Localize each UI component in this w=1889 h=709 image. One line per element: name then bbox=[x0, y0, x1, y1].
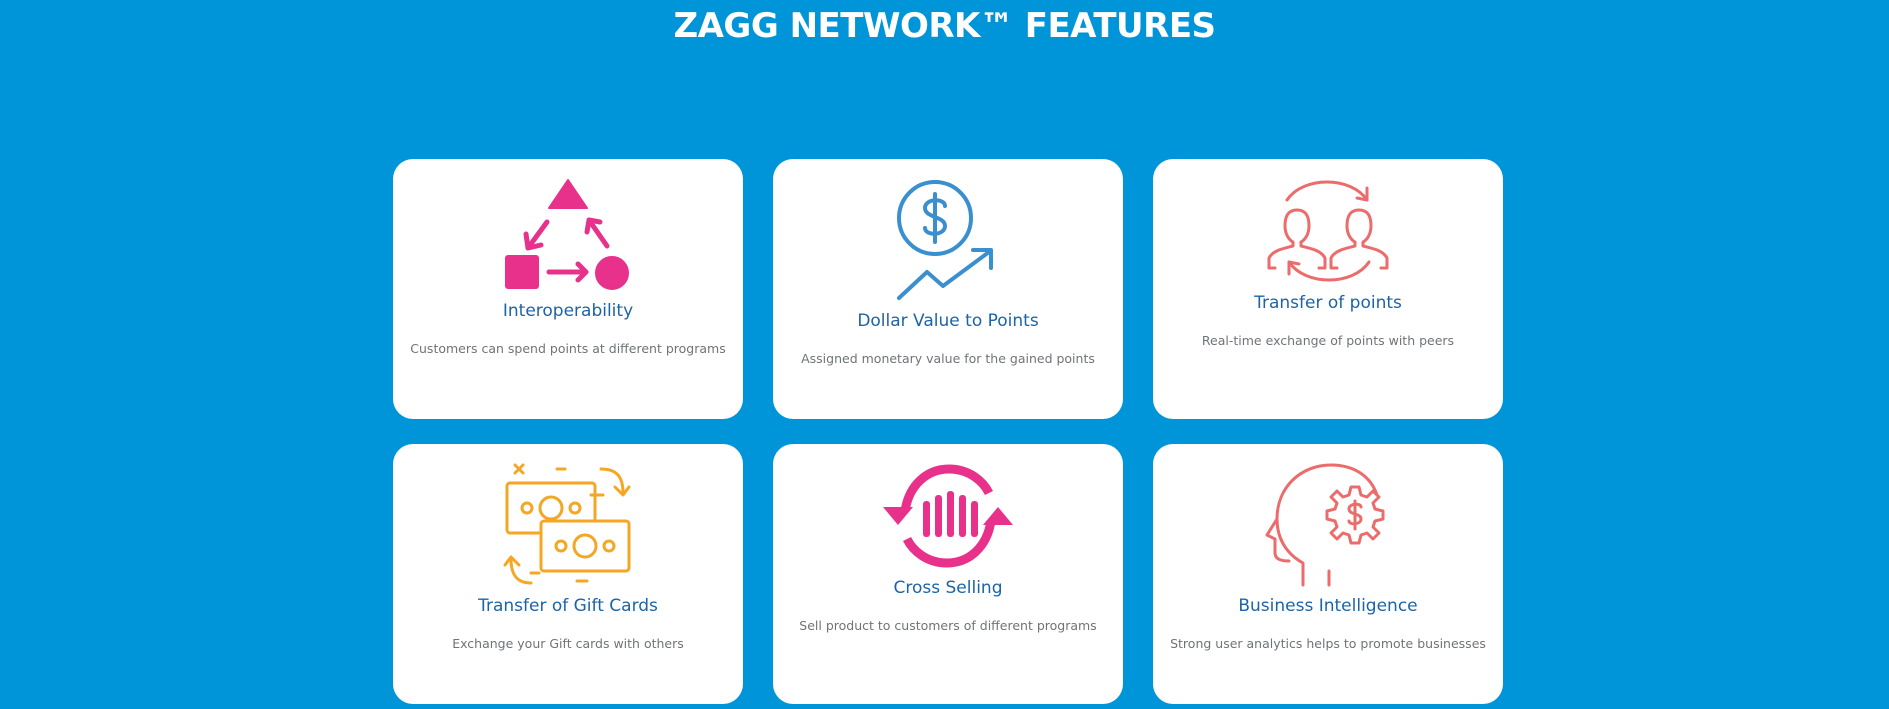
cross-selling-cycle-icon bbox=[883, 464, 1013, 568]
feature-card-cross-selling: Cross Selling Sell product to customers … bbox=[773, 444, 1123, 704]
feature-card-dollar-value: Dollar Value to Points Assigned monetary… bbox=[773, 159, 1123, 419]
feature-description: Real-time exchange of points with peers bbox=[1201, 333, 1455, 348]
feature-card-transfer-gift-cards: Transfer of Gift Cards Exchange your Gif… bbox=[393, 444, 743, 704]
feature-card-transfer-points: Transfer of points Real-time exchange of… bbox=[1153, 159, 1503, 419]
feature-description: Assigned monetary value for the gained p… bbox=[801, 351, 1095, 366]
dollar-growth-icon bbox=[897, 180, 993, 300]
head-gear-dollar-icon bbox=[1265, 463, 1385, 587]
feature-description: Strong user analytics helps to promote b… bbox=[1170, 636, 1486, 651]
feature-title: Transfer of points bbox=[1254, 293, 1402, 313]
feature-description: Sell product to customers of different p… bbox=[799, 618, 1097, 633]
feature-description: Customers can spend points at different … bbox=[410, 341, 726, 356]
users-exchange-icon bbox=[1267, 180, 1389, 282]
gift-card-exchange-icon bbox=[503, 463, 631, 585]
features-grid: Interoperability Customers can spend poi… bbox=[393, 159, 1503, 704]
feature-title: Dollar Value to Points bbox=[857, 311, 1039, 331]
feature-title: Interoperability bbox=[502, 301, 634, 321]
feature-card-business-intelligence: Business Intelligence Strong user analyt… bbox=[1153, 444, 1503, 704]
shapes-cycle-icon bbox=[505, 179, 629, 290]
feature-card-interoperability: Interoperability Customers can spend poi… bbox=[393, 159, 743, 419]
feature-title: Cross Selling bbox=[893, 578, 1003, 598]
feature-title: Business Intelligence bbox=[1238, 596, 1418, 616]
page-title: ZAGG NETWORK™ FEATURES bbox=[673, 6, 1216, 46]
feature-description: Exchange your Gift cards with others bbox=[452, 636, 684, 651]
feature-title: Transfer of Gift Cards bbox=[478, 596, 658, 616]
